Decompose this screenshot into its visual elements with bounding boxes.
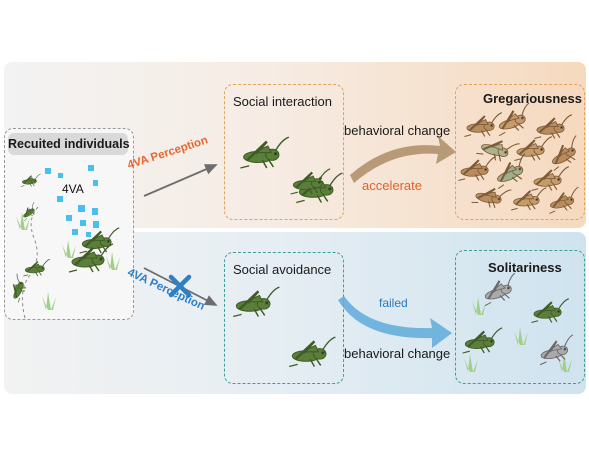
recruited-title: Recuited individuals (8, 133, 130, 155)
accelerate-arrow (350, 136, 456, 183)
social-interaction-title: Social interaction (233, 94, 332, 109)
locusts-solitariness (461, 272, 578, 366)
odor-dots (45, 165, 99, 237)
social-avoidance-panel (224, 252, 344, 384)
behavioral-change-label-top: behavioral change (344, 123, 451, 138)
solitariness-panel (455, 250, 585, 384)
blocked-cross-icon (168, 274, 192, 298)
locusts-social-interaction (239, 135, 344, 204)
social-interaction-panel (224, 84, 344, 220)
gregariousness-title: Gregariousness (483, 91, 582, 106)
social-avoidance-title: Social avoidance (233, 262, 332, 277)
failed-label: failed (379, 296, 408, 310)
failed-arrow (338, 296, 452, 348)
locusts-gregariousness (457, 102, 587, 215)
solitariness-title: Solitariness (488, 260, 562, 275)
accelerate-label: accelerate (362, 178, 422, 193)
perception-arrow-top (143, 164, 218, 197)
locusts-social-avoidance (231, 285, 337, 368)
odor-label: 4VA (62, 182, 84, 196)
behavioral-change-label-bottom: behavioral change (344, 346, 451, 361)
